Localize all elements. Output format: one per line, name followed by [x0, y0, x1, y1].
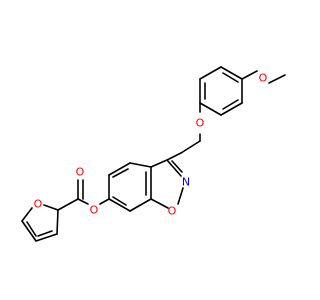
bond [99, 198, 110, 205]
bond [57, 198, 79, 211]
bond [43, 204, 59, 211]
bond [150, 198, 169, 209]
methoxy-oxygen-label: O [259, 72, 268, 85]
isoxazole-nitrogen-label: N [182, 176, 190, 189]
furan-oxygen-label: O [34, 198, 43, 211]
bond [220, 66, 243, 80]
bond [21, 207, 33, 222]
bonds [21, 66, 286, 242]
bond [129, 162, 152, 168]
bond [171, 160, 183, 173]
bond [222, 72, 239, 83]
bond [108, 198, 131, 212]
carbonyl-oxygen-label: O [76, 166, 85, 179]
bond [180, 140, 201, 154]
molecule-structure-diagram: O O N O O O O [21, 66, 286, 242]
bond [166, 152, 182, 161]
bond [77, 198, 89, 205]
ether-oxygen-label: O [196, 117, 205, 130]
bond [220, 102, 243, 116]
bond [26, 221, 37, 237]
bond [108, 162, 131, 176]
bond [37, 230, 53, 237]
ester-oxygen-label: O [90, 204, 99, 217]
bond [56, 209, 59, 235]
bond [268, 74, 286, 84]
bond [241, 70, 258, 80]
bond [199, 66, 222, 80]
bond [166, 159, 182, 177]
atom-labels: O O N O O O O [34, 72, 268, 218]
bond [177, 187, 184, 205]
bond [112, 196, 127, 206]
bond [112, 168, 129, 178]
bond [150, 159, 168, 168]
bond [199, 102, 222, 116]
isoxazole-oxygen-label: O [168, 205, 177, 218]
bond [222, 99, 239, 110]
bond [21, 220, 37, 242]
bond [129, 198, 152, 212]
bond [35, 233, 58, 242]
